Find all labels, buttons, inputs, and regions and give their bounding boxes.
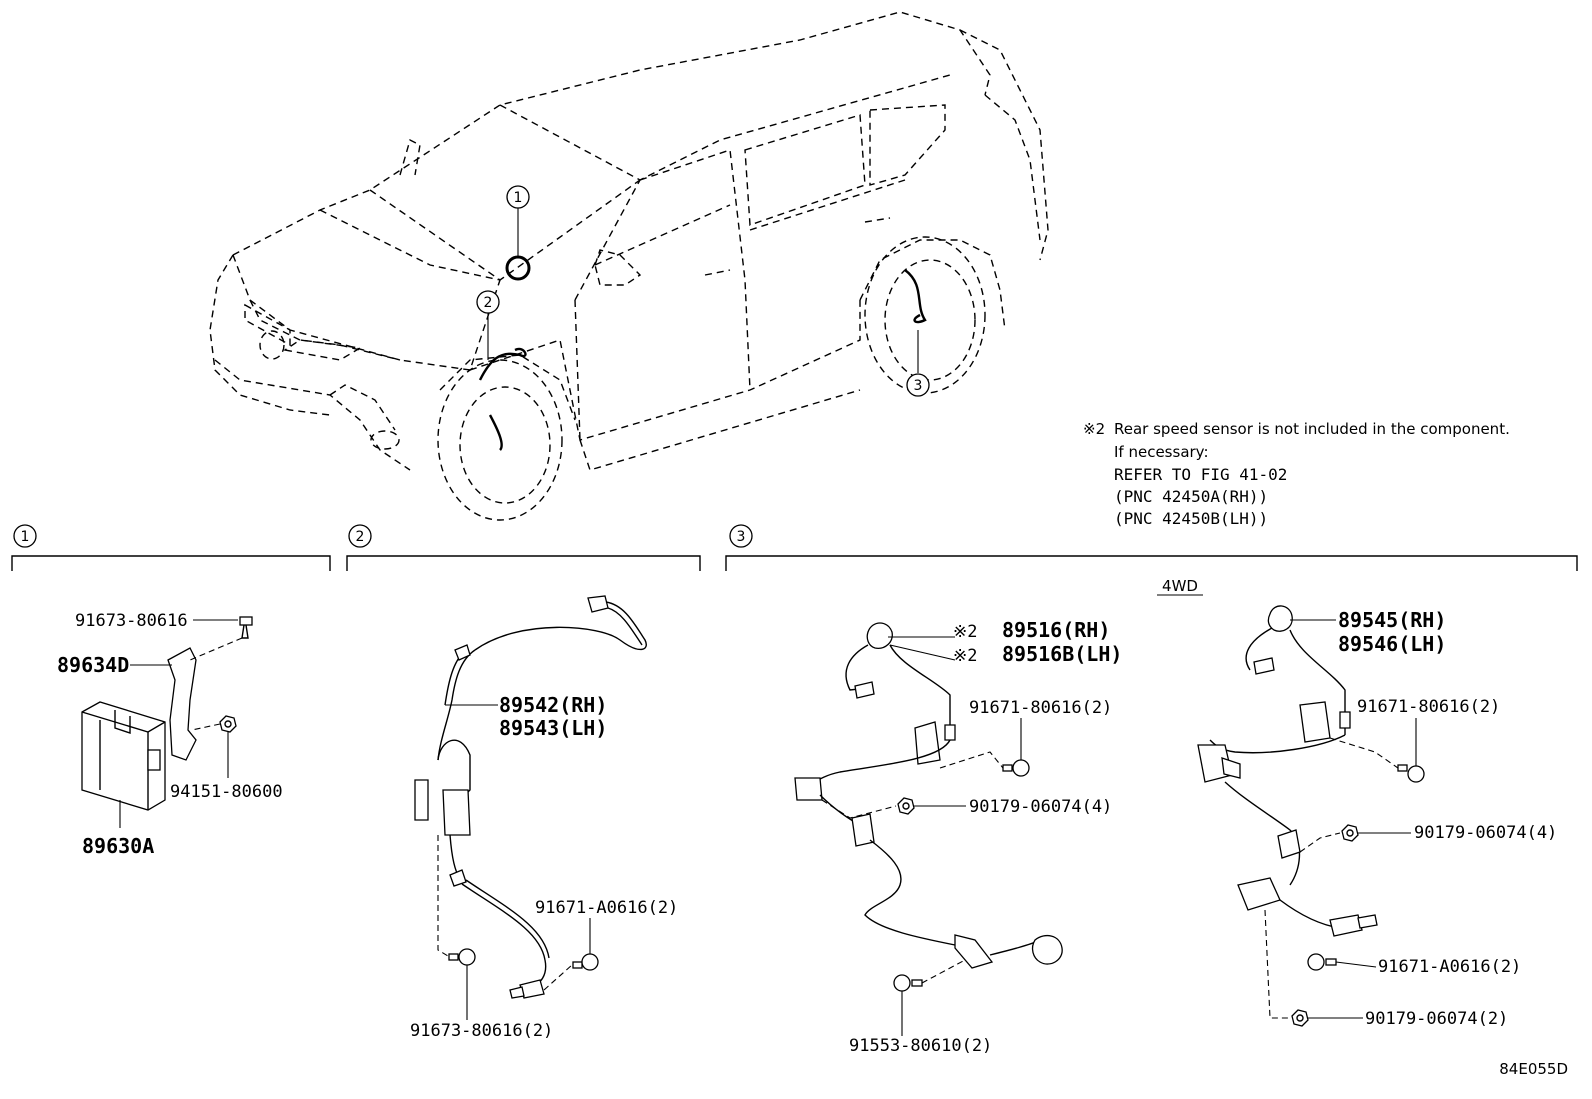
- section-3-number: 3: [737, 529, 746, 545]
- rear-sensor-note: ※2 Rear speed sensor is not included in …: [1083, 420, 1510, 528]
- label-90179-06074-a: 90179-06074(4): [969, 797, 1112, 817]
- mark-89516B: ※2: [953, 646, 977, 666]
- nut-90179-06074-b: [1341, 824, 1359, 842]
- label-90179-06074-b: 90179-06074(4): [1414, 823, 1557, 843]
- label-89543-lh: 89543(LH): [499, 716, 607, 740]
- label-89542-rh: 89542(RH): [499, 693, 607, 717]
- section-2-parts: 89542(RH) 89543(LH) 91671-A0616(2) 91673…: [410, 595, 678, 1041]
- bolt-91671-80616-b: [1397, 764, 1425, 783]
- note-line-2: If necessary:: [1114, 443, 1209, 461]
- callout-3-label: 3: [914, 378, 923, 394]
- section-3-rear-sensor-89516: ※2 89516(RH) ※2 89516B(LH) 91671-80616(2…: [794, 618, 1122, 1056]
- ecu-89630A: [81, 701, 166, 811]
- label-89630A: 89630A: [82, 834, 154, 858]
- label-91671-80616-a: 91671-80616(2): [969, 698, 1112, 718]
- bolt-91673-80616: [239, 616, 253, 639]
- callout-2: 2: [476, 290, 500, 314]
- bolt-91671-A0616-x2: [572, 953, 599, 971]
- callout-1-label: 1: [514, 190, 523, 206]
- callout-1: 1: [506, 185, 530, 209]
- bolt-91673-80616-x2: [448, 948, 476, 966]
- label-91671-A0616: 91671-A0616(2): [535, 898, 678, 918]
- label-91553-80610: 91553-80610(2): [849, 1036, 992, 1056]
- label-91673-80616-x2: 91673-80616(2): [410, 1021, 553, 1041]
- figure-code: 84E055D: [1499, 1060, 1568, 1078]
- front-speed-sensor-89542: [414, 595, 647, 999]
- label-94151-80600: 94151-80600: [170, 782, 283, 802]
- section-1-number: 1: [21, 529, 30, 545]
- label-4wd: 4WD: [1162, 577, 1198, 595]
- bracket-89634D: [167, 647, 197, 761]
- note-line-4: (PNC 42450A(RH)): [1114, 487, 1268, 506]
- label-91673-80616: 91673-80616: [75, 611, 188, 631]
- section-2-number: 2: [356, 529, 365, 545]
- label-89516-rh: 89516(RH): [1002, 618, 1110, 642]
- nut-90179-06074-c: [1291, 1009, 1309, 1027]
- callout-3: 3: [906, 373, 930, 397]
- bolt-91671-A0616-b: [1307, 953, 1337, 971]
- vehicle-illustration: 1 2 3: [209, 11, 1049, 521]
- bolt-91553-80610: [893, 974, 923, 992]
- label-89546-lh: 89546(LH): [1338, 632, 1446, 656]
- label-89545-rh: 89545(RH): [1338, 608, 1446, 632]
- nut-94151-80600: [219, 715, 237, 733]
- label-89516B-lh: 89516B(LH): [1002, 642, 1122, 666]
- label-91671-A0616-b: 91671-A0616(2): [1378, 957, 1521, 977]
- section-3-header: 3 4WD: [725, 524, 1578, 596]
- note-mark: ※2: [1083, 420, 1105, 438]
- nut-90179-06074-a: [897, 797, 915, 815]
- section-2-header: 2: [346, 524, 701, 571]
- section-1-parts: 91673-80616 89634D 94151-80600 89630A: [57, 611, 283, 858]
- rear-speed-sensor-89545: [1197, 605, 1378, 937]
- section-3-rear-sensor-89545: 89545(RH) 89546(LH) 91671-80616(2) 90179…: [1197, 605, 1557, 1029]
- mark-89516: ※2: [953, 622, 977, 642]
- callout-2-label: 2: [484, 295, 493, 311]
- label-89634D: 89634D: [57, 653, 129, 677]
- rear-speed-sensor-89516: [794, 622, 1063, 969]
- note-line-1: Rear speed sensor is not included in the…: [1114, 420, 1510, 438]
- note-line-3: REFER TO FIG 41-02: [1114, 465, 1287, 484]
- section-1-header: 1: [11, 524, 331, 571]
- note-line-5: (PNC 42450B(LH)): [1114, 509, 1268, 528]
- label-91671-80616-b: 91671-80616(2): [1357, 697, 1500, 717]
- label-90179-06074-c: 90179-06074(2): [1365, 1009, 1508, 1029]
- bolt-91671-80616-a: [1002, 759, 1030, 777]
